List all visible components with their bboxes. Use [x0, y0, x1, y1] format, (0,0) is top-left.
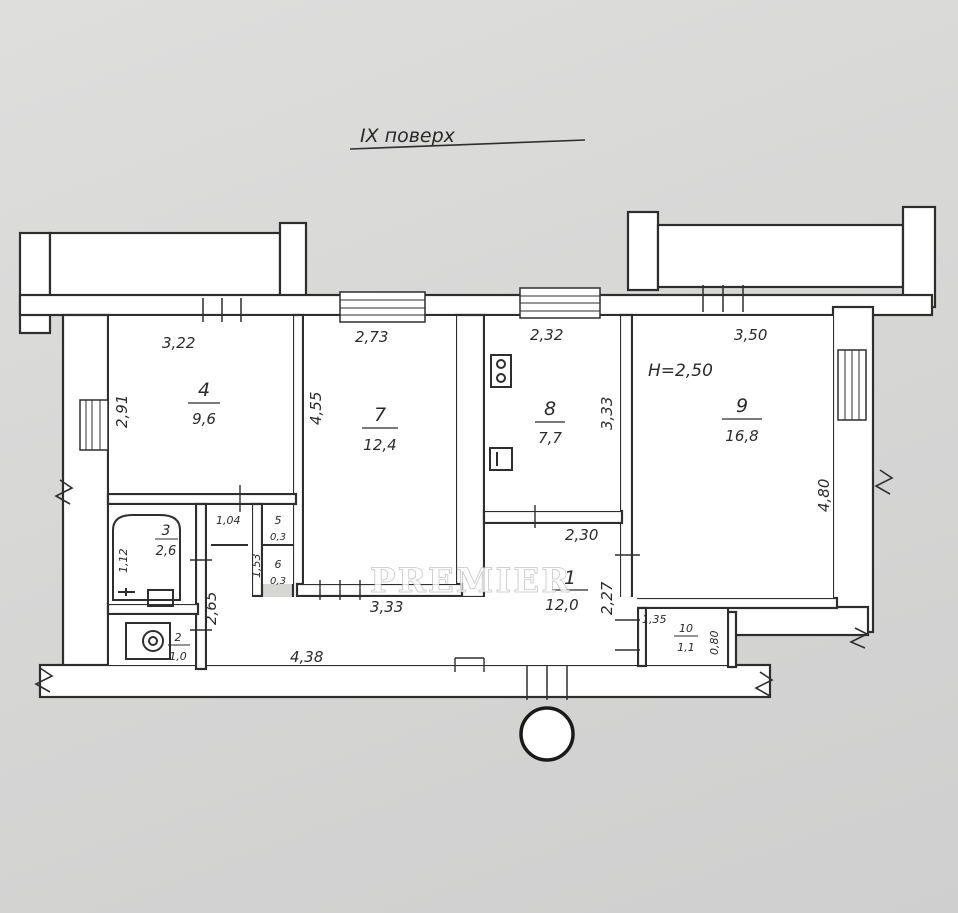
room-4-number: 4 [198, 379, 210, 401]
dim-r7-width: 2,73 [355, 328, 388, 346]
entrance-marker [519, 706, 575, 762]
fixtures [112, 354, 513, 660]
dim-corridor-width: 1,04 [216, 514, 241, 527]
dim-r10-width: 1,35 [642, 613, 667, 626]
dim-r4-width: 3,22 [162, 334, 195, 352]
dim-r8-width: 2,32 [530, 326, 563, 344]
dim-closet-height: 1,53 [250, 554, 263, 579]
floor-title: IX поверх [360, 125, 456, 147]
room-6-number: 6 [275, 558, 282, 571]
room-3-number: 3 [162, 523, 171, 539]
room-7-area: 12,4 [363, 436, 396, 454]
room-8-number: 8 [544, 398, 556, 420]
room-9-number: 9 [736, 395, 748, 417]
room-2-number: 2 [175, 631, 182, 644]
dimension-ticks [190, 485, 640, 672]
room-1-area: 12,0 [545, 596, 578, 614]
room-3-area: 2,6 [156, 544, 177, 559]
room-8-area: 7,7 [538, 429, 562, 447]
dim-r7-bottom: 3,33 [370, 598, 403, 616]
room-10-number: 10 [679, 622, 693, 635]
room-5-number: 5 [275, 514, 282, 527]
ceiling-height: H=2,50 [648, 361, 713, 381]
room-2-area: 1,0 [169, 650, 187, 663]
dim-hall-left: 2,65 [202, 592, 220, 625]
dim-r1-width: 2,30 [565, 526, 598, 544]
watermark-subtitle: НЕРУХОМІСТЬ [372, 615, 477, 630]
title-underline [349, 139, 586, 150]
dim-r1-height: 2,27 [598, 581, 616, 615]
room-1-number: 1 [564, 567, 576, 589]
room-9-area: 16,8 [725, 427, 758, 445]
dim-r8-height: 3,33 [598, 397, 616, 430]
dimension-labels: 3,22 2,91 2,73 4,55 3,33 2,32 3,33 3,50 … [113, 326, 833, 666]
dim-r9-width: 3,50 [734, 326, 767, 344]
room-labels: 4 9,6 7 12,4 8 7,7 9 16,8 H=2,50 3 2,6 2… [155, 361, 762, 663]
dim-r10-height: 0,80 [708, 631, 721, 656]
watermark-brand: PREMIER [370, 561, 571, 601]
dim-r7-height: 4,55 [307, 392, 325, 425]
watermark: PREMIER НЕРУХОМІСТЬ [370, 561, 571, 630]
room-10-area: 1,1 [677, 641, 695, 654]
break-marks [34, 469, 894, 697]
room-4-area: 9,6 [192, 410, 216, 428]
room-6-area: 0,3 [270, 576, 286, 587]
dim-r9-height: 4,80 [815, 479, 833, 512]
dim-r4-height: 2,91 [113, 395, 131, 428]
dim-bath-length: 1,12 [117, 549, 130, 574]
room-5-area: 0,3 [270, 532, 286, 543]
walls [18, 205, 937, 699]
windows [79, 285, 867, 700]
dim-hall-bottom: 4,38 [290, 648, 323, 666]
room-7-number: 7 [374, 404, 386, 426]
